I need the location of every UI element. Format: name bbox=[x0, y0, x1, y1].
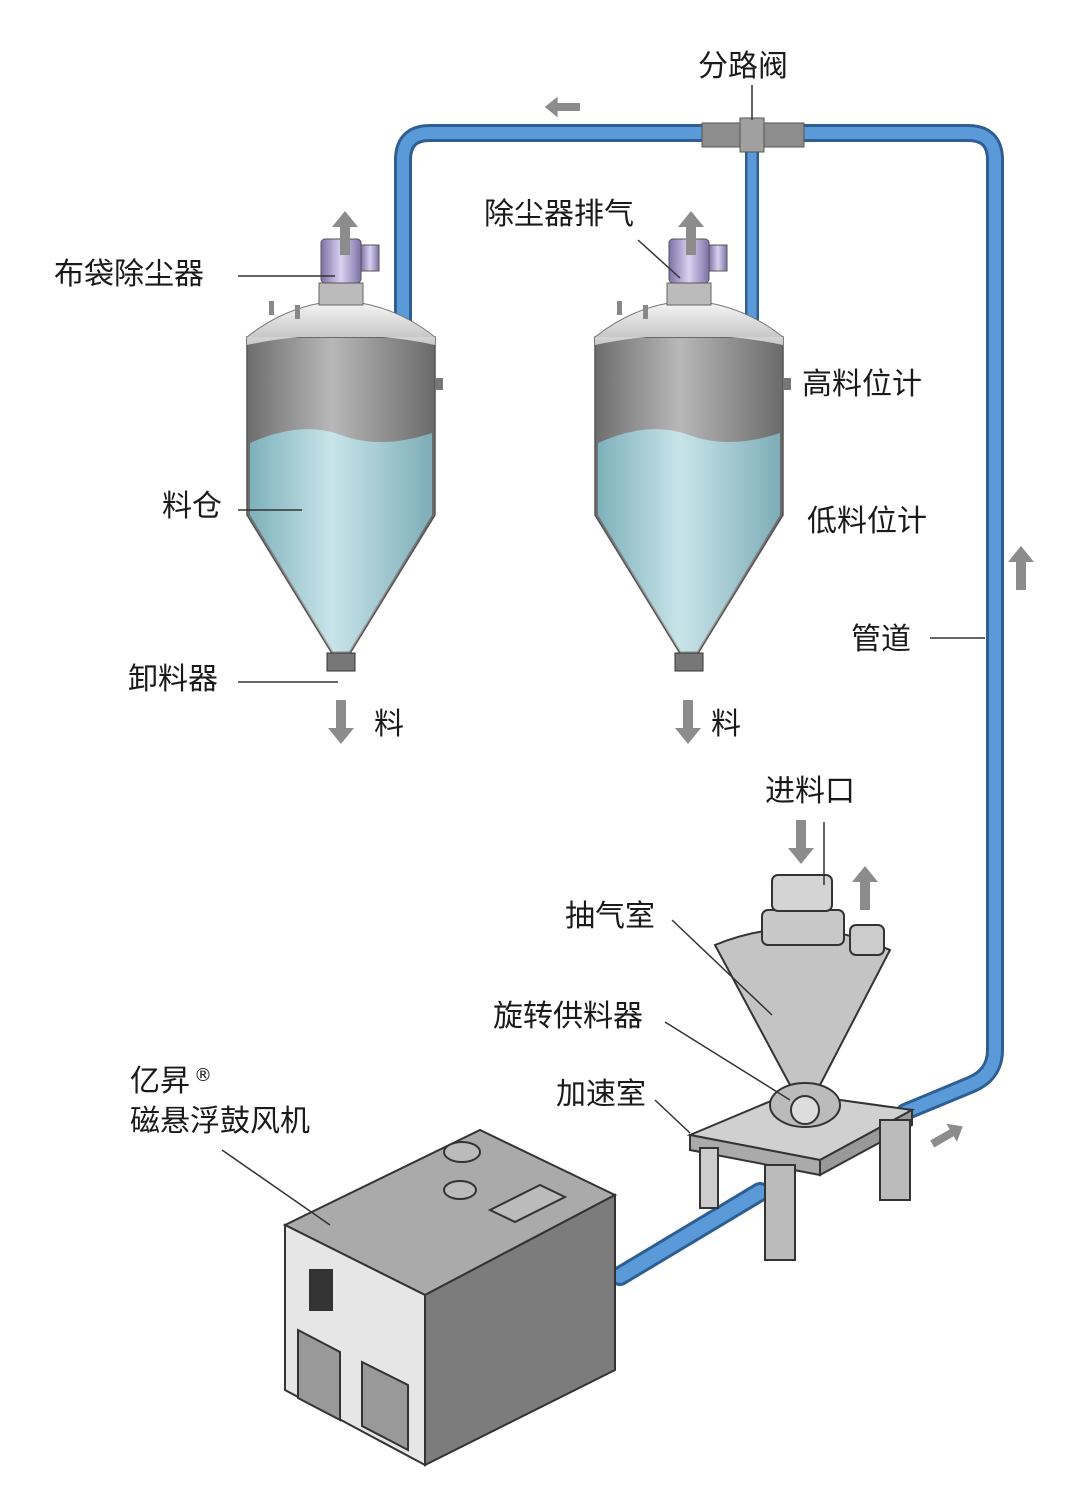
label-high-level: 高料位计 bbox=[802, 367, 922, 402]
label-brand: 亿昇® bbox=[130, 1067, 212, 1097]
label-acceleration-chamber: 加速室 bbox=[556, 1077, 646, 1112]
label-diverter-valve: 分路阀 bbox=[698, 49, 788, 84]
label-silo: 料仓 bbox=[162, 489, 222, 524]
label-feed-inlet: 进料口 bbox=[765, 774, 855, 809]
pipeline bbox=[394, 124, 1004, 1286]
label-discharger: 卸料器 bbox=[128, 662, 218, 697]
label-pipeline: 管道 bbox=[851, 622, 911, 657]
label-material-out-1: 料 bbox=[374, 707, 404, 742]
label-blower: 磁悬浮鼓风机 bbox=[130, 1104, 310, 1139]
label-bag-filter: 布袋除尘器 bbox=[54, 257, 204, 292]
label-dust-exhaust: 除尘器排气 bbox=[484, 197, 634, 232]
rotary-feeder-assembly bbox=[686, 874, 916, 1261]
maglev-blower bbox=[282, 1128, 618, 1467]
registered-mark: ® bbox=[194, 1065, 212, 1086]
label-low-level: 低料位计 bbox=[807, 504, 927, 539]
label-suction-chamber: 抽气室 bbox=[565, 899, 655, 934]
label-material-out-2: 料 bbox=[711, 707, 741, 742]
brand-name: 亿昇 bbox=[130, 1064, 190, 1099]
leader-lines bbox=[221, 85, 985, 1226]
label-rotary-feeder: 旋转供料器 bbox=[493, 999, 643, 1034]
